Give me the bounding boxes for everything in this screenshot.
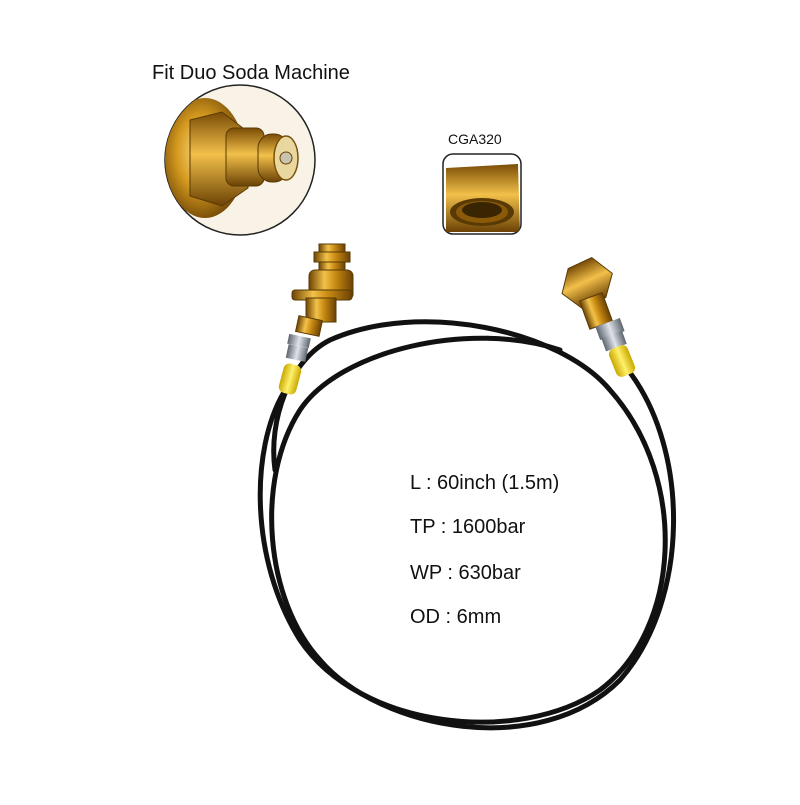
- right-fitting: [561, 257, 636, 377]
- hose-coil: [257, 319, 677, 731]
- spec-length: L : 60inch (1.5m): [410, 472, 560, 494]
- duo-connector-callout: [164, 84, 316, 236]
- cga320-label: CGA320: [448, 131, 502, 147]
- cga320-callout: [442, 153, 522, 235]
- spec-test-pressure: TP : 1600bar: [410, 516, 526, 538]
- spec-outer-diameter: OD : 6mm: [410, 606, 502, 628]
- spec-working-pressure: WP : 630bar: [410, 562, 521, 584]
- left-fitting: [278, 243, 354, 395]
- duo-fit-label: Fit Duo Soda Machine: [152, 62, 350, 84]
